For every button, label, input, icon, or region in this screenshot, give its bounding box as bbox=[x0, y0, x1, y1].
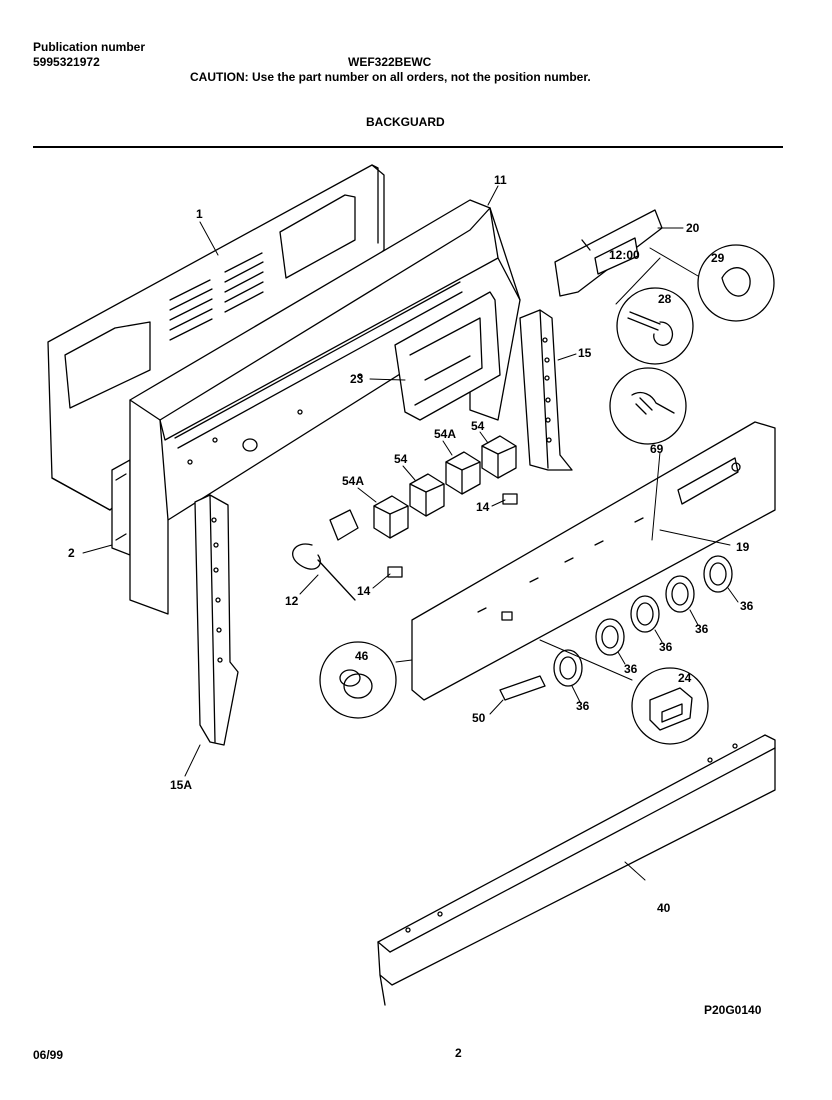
callout-29: 29 bbox=[711, 251, 725, 265]
callout-54-top: 54 bbox=[471, 419, 485, 433]
callout-50: 50 bbox=[472, 711, 486, 725]
trim-part-40 bbox=[378, 735, 775, 1005]
model-number: WEF322BEWC bbox=[348, 55, 432, 69]
switch-part-54-upper bbox=[482, 436, 516, 478]
callout-2: 2 bbox=[68, 546, 75, 560]
clock-display: 12:00 bbox=[609, 248, 640, 262]
page-number: 2 bbox=[455, 1046, 462, 1060]
switch-part-54-lower bbox=[410, 474, 444, 516]
detail-circle-29 bbox=[698, 245, 774, 321]
figure-code: P20G0140 bbox=[704, 1003, 762, 1017]
callout-36-e: 36 bbox=[576, 699, 590, 713]
side-bracket-part-15a bbox=[195, 495, 238, 745]
publication-number-label: Publication number bbox=[33, 40, 146, 54]
side-bracket-part-15 bbox=[520, 310, 572, 470]
control-panel-part-19 bbox=[412, 422, 775, 700]
detail-circle-24 bbox=[632, 668, 708, 744]
callout-1: 1 bbox=[196, 207, 203, 221]
header-rule bbox=[33, 146, 783, 148]
detail-circle-46 bbox=[320, 642, 396, 718]
callout-14-lower: 14 bbox=[357, 584, 371, 598]
thermostat-part-12 bbox=[293, 510, 358, 600]
caution-note: CAUTION: Use the part number on all orde… bbox=[190, 70, 591, 84]
callout-36-d: 36 bbox=[624, 662, 638, 676]
section-title: BACKGUARD bbox=[366, 115, 445, 129]
switch-part-54a-upper bbox=[446, 452, 480, 494]
publication-number: 5995321972 bbox=[33, 55, 100, 69]
callout-54a: 54A bbox=[342, 474, 364, 488]
callout-36-b: 36 bbox=[695, 622, 709, 636]
callout-11: 11 bbox=[494, 173, 507, 187]
callout-24: 24 bbox=[678, 671, 692, 685]
callout-40: 40 bbox=[657, 901, 671, 915]
lens-part-50 bbox=[500, 676, 545, 700]
clock-timer-part-20 bbox=[555, 210, 662, 296]
frame-part-11 bbox=[130, 200, 520, 614]
callout-46: 46 bbox=[355, 649, 369, 663]
callout-54a-top: 54A bbox=[434, 427, 456, 441]
bracket-part-2 bbox=[112, 460, 130, 555]
callout-20: 20 bbox=[686, 221, 700, 235]
publication-date: 06/99 bbox=[33, 1048, 64, 1062]
callout-28: 28 bbox=[658, 292, 672, 306]
callout-54: 54 bbox=[394, 452, 408, 466]
callout-12: 12 bbox=[285, 594, 299, 608]
callout-69: 69 bbox=[650, 442, 664, 456]
switch-part-54a-lower bbox=[374, 496, 408, 538]
callout-36-c: 36 bbox=[659, 640, 673, 654]
inner-bracket-part-23 bbox=[395, 292, 500, 420]
callout-15: 15 bbox=[578, 346, 592, 360]
knob-part-36 bbox=[554, 556, 732, 686]
callout-15a: 15A bbox=[170, 778, 192, 792]
callout-14-upper: 14 bbox=[476, 500, 490, 514]
detail-circle-28 bbox=[617, 288, 693, 364]
callout-23: 23 bbox=[350, 372, 364, 386]
callout-19: 19 bbox=[736, 540, 750, 554]
callout-36-a: 36 bbox=[740, 599, 754, 613]
